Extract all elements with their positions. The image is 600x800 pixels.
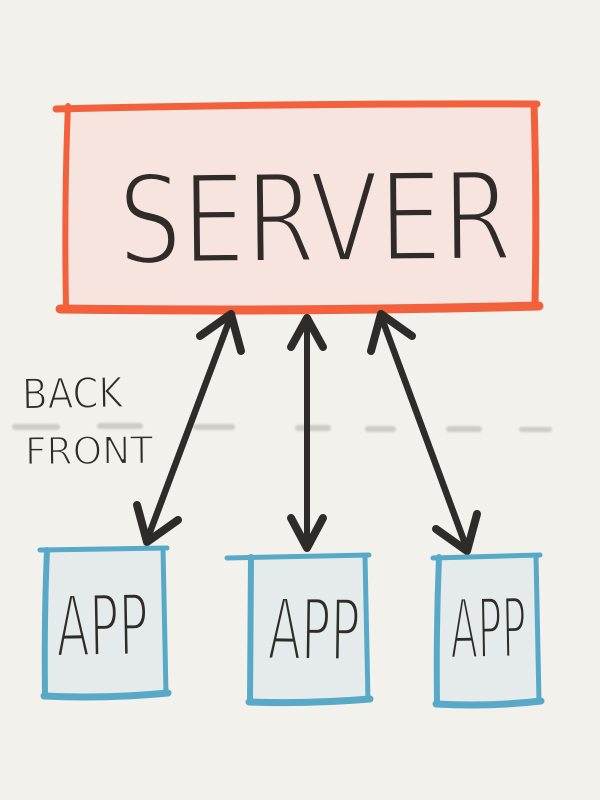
app-box-fill [45, 548, 166, 695]
app-box-fill [437, 555, 539, 704]
connector-server-app-right [367, 310, 481, 555]
connector-server-app-left [133, 310, 245, 546]
app-box-border [224, 552, 374, 707]
smudge-dash [446, 426, 482, 432]
server-border-right [530, 100, 540, 310]
smudge-dash [519, 427, 552, 432]
app-border-top [37, 545, 170, 553]
arrowhead-top [287, 314, 327, 351]
app-label: APP [449, 579, 527, 678]
app-node-right: APP [430, 552, 545, 709]
smudge-dash [97, 423, 143, 429]
back-label: BACK [22, 368, 125, 419]
app-label: APP [267, 580, 360, 681]
server-border-top [52, 100, 541, 113]
app-border-left [41, 547, 50, 699]
app-box-border [430, 552, 545, 709]
arrowhead-bottom [432, 510, 481, 555]
arrowhead-top [196, 310, 245, 355]
server-box-fill [63, 105, 535, 308]
connector-server-app-middle [287, 314, 327, 552]
server-label: SERVER [117, 146, 512, 294]
app-border-bottom [40, 689, 172, 701]
app-border-right [160, 545, 169, 697]
app-border-right [362, 553, 371, 703]
app-border-left [247, 554, 254, 704]
connector-line [377, 312, 471, 553]
app-node-middle: APP [224, 552, 374, 707]
app-border-left [433, 554, 442, 707]
app-label: APP [55, 576, 149, 678]
app-box-border [37, 545, 172, 701]
server-border-left [62, 103, 71, 312]
smudge-dash [295, 425, 331, 431]
arrowhead-top [367, 310, 416, 355]
arrowhead-bottom [287, 514, 327, 552]
app-border-bottom [245, 695, 374, 707]
smudge-dash [12, 424, 60, 430]
connector-line [143, 312, 235, 544]
arrowhead-bottom [133, 501, 182, 546]
server-node: SERVER [52, 100, 544, 315]
app-node-left: APP [37, 545, 172, 701]
app-border-right [533, 553, 542, 704]
server-border-bottom [55, 301, 544, 315]
app-border-top [430, 552, 543, 561]
front-label: FRONT [25, 428, 154, 473]
smudge-dash [365, 426, 396, 432]
smudge-dash [193, 424, 235, 430]
app-box-fill [250, 555, 368, 701]
server-box-border [52, 100, 544, 315]
app-border-bottom [432, 697, 545, 709]
